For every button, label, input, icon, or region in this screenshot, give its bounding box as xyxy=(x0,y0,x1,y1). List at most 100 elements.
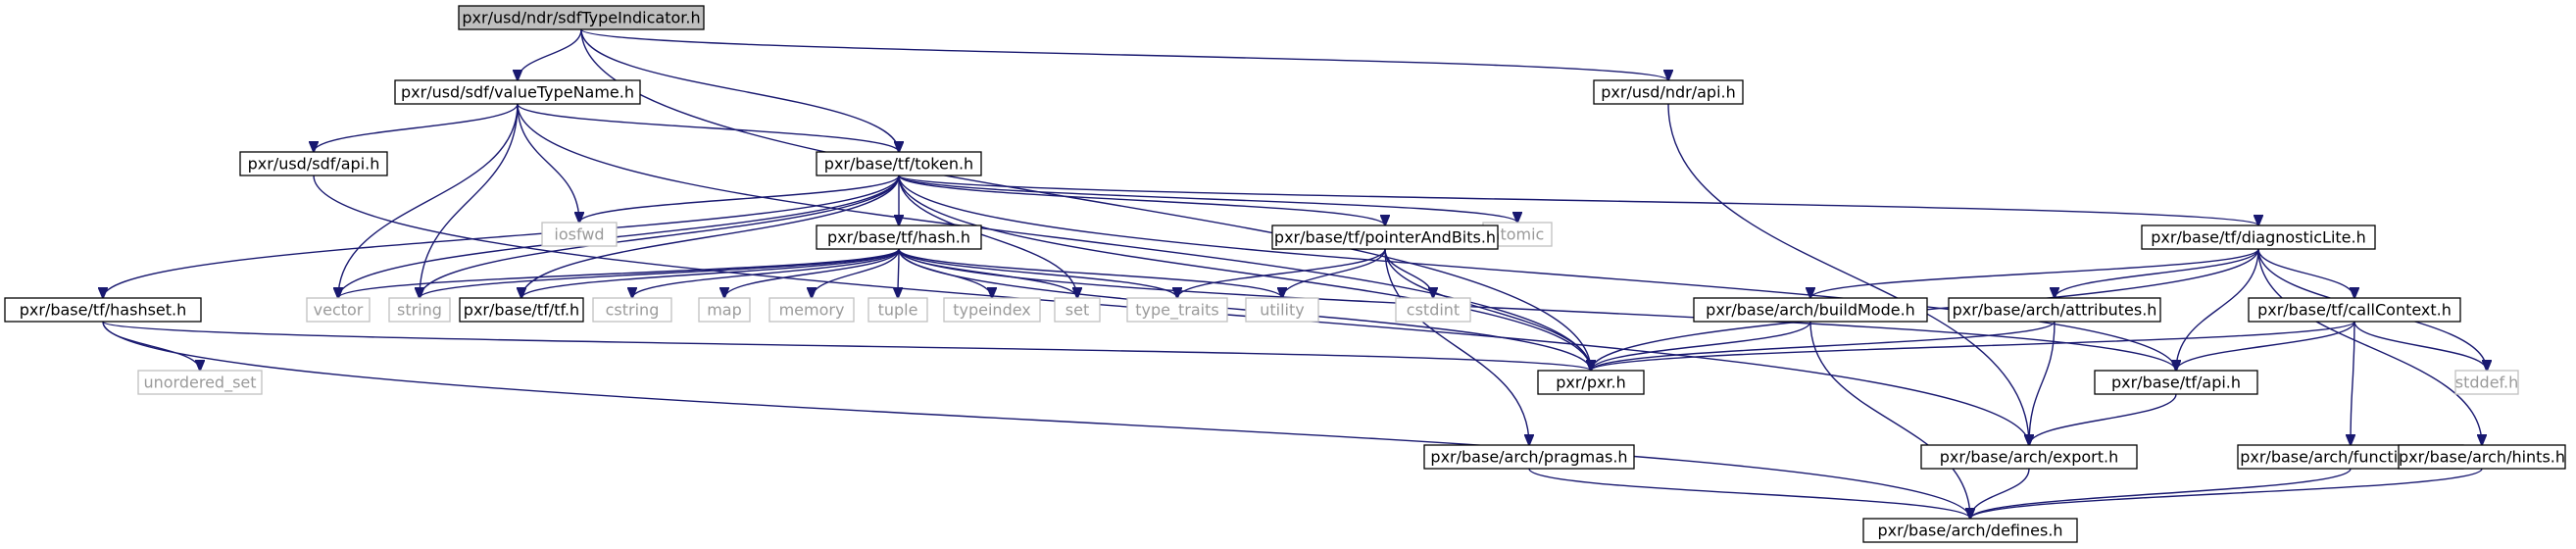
node-box xyxy=(1245,297,1319,323)
node-pxr-base-tf-hash-h[interactable]: pxr/base/tf/hash.h xyxy=(816,225,982,250)
node-box xyxy=(1054,297,1101,323)
edge-token-to-set xyxy=(898,175,1077,298)
edge-functionLite-to-defines xyxy=(1970,468,2352,519)
node-pxr-base-tf-callcontext-h[interactable]: pxr/base/tf/callContext.h xyxy=(2248,297,2461,323)
node-label: memory xyxy=(779,301,845,320)
node-box xyxy=(943,297,1041,323)
node-box xyxy=(1948,297,2161,323)
node-label: pxr/base/arch/defines.h xyxy=(1877,522,2062,540)
edge-token-to-iosfwd xyxy=(579,175,900,223)
edge-hash-to-string xyxy=(420,248,900,298)
edge-pointerAndBits-to-cstdint xyxy=(1384,248,1433,298)
node-box xyxy=(1126,297,1228,323)
node-pxr-base-arch-export-h[interactable]: pxr/base/arch/export.h xyxy=(1920,444,2138,470)
node-label: utility xyxy=(1260,301,1305,320)
node-box xyxy=(2398,444,2566,470)
node-box xyxy=(1271,225,1499,250)
node-label: pxr/base/arch/attributes.h xyxy=(1953,301,2157,320)
edge-hints-to-defines xyxy=(1970,468,2483,519)
node-label: typeindex xyxy=(953,301,1031,320)
node-label: cstring xyxy=(606,301,660,320)
node-label: pxr/base/tf/hashset.h xyxy=(20,301,187,320)
node-label: stddef.h xyxy=(2455,374,2518,392)
node-box xyxy=(1593,79,1744,105)
node-label: cstdint xyxy=(1407,301,1460,320)
node-box xyxy=(388,297,451,323)
node-iosfwd: iosfwd xyxy=(541,222,618,247)
node-box xyxy=(816,151,982,176)
node-utility: utility xyxy=(1245,297,1319,323)
node-pxr-base-tf-diagnosticlite-h[interactable]: pxr/base/tf/diagnosticLite.h xyxy=(2141,225,2376,250)
nodes-layer: pxr/usd/ndr/sdfTypeIndicator.h pxr/usd/sd… xyxy=(4,5,2566,543)
edge-buildMode-to-defines xyxy=(1809,321,1970,519)
edge-valueTypeName-to-vector xyxy=(338,103,519,298)
edge-pointerAndBits-to-utility xyxy=(1282,248,1386,298)
edge-buildMode-to-pxr xyxy=(1591,321,1811,371)
node-pxr-base-arch-defines-h[interactable]: pxr/base/arch/defines.h xyxy=(1862,518,2078,543)
node-label: tuple xyxy=(878,301,918,320)
node-pxr-usd-ndr-sdftypeindicator-h[interactable]: pxr/usd/ndr/sdfTypeIndicator.h xyxy=(458,5,705,30)
edge-pragmas-to-defines xyxy=(1528,468,1970,519)
node-box xyxy=(1693,297,1928,323)
edge-hash-to-memory xyxy=(812,248,900,298)
node-pxr-usd-sdf-valuetypename-h[interactable]: pxr/usd/sdf/valueTypeName.h xyxy=(394,79,641,105)
node-string: string xyxy=(388,297,451,323)
node-label: pxr/base/tf/diagnosticLite.h xyxy=(2151,228,2365,247)
node-pxr-base-tf-tf-h[interactable]: pxr/base/tf/tf.h xyxy=(459,297,584,323)
node-box xyxy=(867,297,928,323)
node-map: map xyxy=(698,297,751,323)
edge-token-to-tf xyxy=(521,175,900,298)
edge-token-to-pxr xyxy=(898,175,1591,371)
node-pxr-usd-sdf-api-h[interactable]: pxr/usd/sdf/api.h xyxy=(239,151,388,176)
node-label: pxr/base/tf/hash.h xyxy=(827,228,970,247)
node-label: pxr/base/arch/pragmas.h xyxy=(1430,448,1627,467)
edge-valueTypeName-to-iosfwd xyxy=(517,103,579,223)
edge-hashset-to-pxr xyxy=(102,321,1591,371)
node-pxr-base-tf-pointerandbits-h[interactable]: pxr/base/tf/pointerAndBits.h xyxy=(1271,225,1499,250)
node-pxr-base-arch-pragmas-h[interactable]: pxr/base/arch/pragmas.h xyxy=(1423,444,1635,470)
node-label: pxr/usd/ndr/api.h xyxy=(1601,83,1736,102)
node-box xyxy=(2094,370,2258,395)
edge-valueTypeName-to-token xyxy=(517,103,899,152)
node-label: pxr/base/tf/token.h xyxy=(824,155,973,174)
node-pxr-pxr-h[interactable]: pxr/pxr.h xyxy=(1537,370,1645,395)
node-cstdint: cstdint xyxy=(1395,297,1471,323)
node-pxr-base-tf-token-h[interactable]: pxr/base/tf/token.h xyxy=(816,151,982,176)
node-box xyxy=(239,151,388,176)
node-box xyxy=(2141,225,2376,250)
edge-tfApi-to-export xyxy=(2029,393,2177,445)
edge-hash-to-utility xyxy=(898,248,1282,298)
edge-diagnosticLite-to-callContext xyxy=(2257,248,2354,298)
node-pxr-base-tf-api-h[interactable]: pxr/base/tf/api.h xyxy=(2094,370,2258,395)
node-label: pxr/base/tf/callContext.h xyxy=(2257,301,2452,320)
node-label: map xyxy=(707,301,742,320)
node-label: pxr/base/tf/tf.h xyxy=(464,301,579,320)
edge-hash-to-tfApi xyxy=(898,248,2176,371)
edge-token-to-hashset xyxy=(103,175,900,298)
node-tuple: tuple xyxy=(867,297,928,323)
edge-token-to-vector xyxy=(338,175,900,298)
node-box xyxy=(816,225,982,250)
edge-token-to-tfApi xyxy=(898,175,2176,371)
node-pxr-base-arch-buildmode-h[interactable]: pxr/base/arch/buildMode.h xyxy=(1693,297,1928,323)
edge-root-to-token xyxy=(580,28,899,152)
node-pxr-base-tf-hashset-h[interactable]: pxr/base/tf/hashset.h xyxy=(4,297,202,323)
node-box xyxy=(459,297,584,323)
edge-hash-to-cstring xyxy=(632,248,900,298)
node-box xyxy=(1920,444,2138,470)
edge-valueTypeName-to-pxr xyxy=(517,103,1591,371)
node-label: pxr/base/arch/buildMode.h xyxy=(1706,301,1915,320)
node-box xyxy=(1423,444,1635,470)
node-pxr-base-arch-hints-h[interactable]: pxr/base/arch/hints.h xyxy=(2398,444,2566,470)
edge-pointerAndBits-to-pxr xyxy=(1384,248,1591,371)
node-pxr-usd-ndr-api-h[interactable]: pxr/usd/ndr/api.h xyxy=(1593,79,1744,105)
edge-hash-to-vector xyxy=(338,248,900,298)
node-label: pxr/pxr.h xyxy=(1556,374,1626,392)
node-box xyxy=(2454,370,2519,395)
node-label: pxr/base/arch/export.h xyxy=(1940,448,2119,467)
node-vector: vector xyxy=(306,297,371,323)
node-pxr-base-arch-attributes-h[interactable]: pxr/base/arch/attributes.h xyxy=(1948,297,2161,323)
node-unordered-set: unordered_set xyxy=(137,370,263,395)
edge-root-to-valueTypeName xyxy=(518,28,582,80)
edge-callContext-to-tfApi xyxy=(2176,321,2355,371)
